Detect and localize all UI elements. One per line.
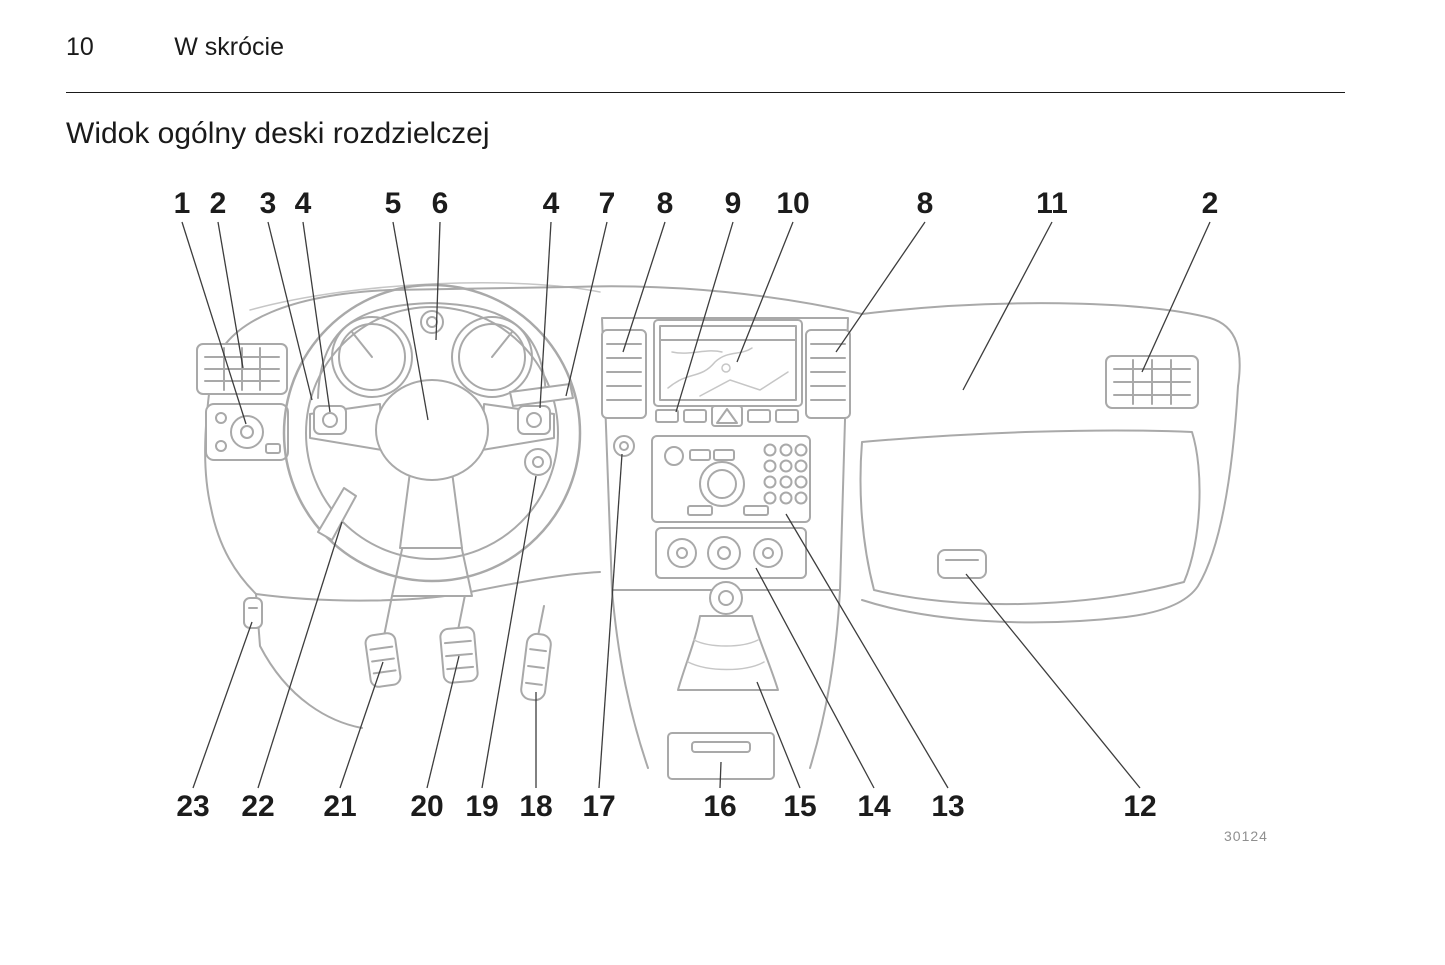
callout-label: 20 <box>410 790 443 823</box>
callout-label: 4 <box>295 187 312 220</box>
callout-leader <box>962 221 1053 391</box>
display-button-row <box>655 405 799 427</box>
callout-label: 2 <box>1202 187 1219 220</box>
callout-leader <box>392 221 429 421</box>
callout-label: 8 <box>917 187 934 220</box>
callout-leader <box>257 521 343 789</box>
callout-label: 9 <box>725 187 742 220</box>
callout-leader <box>755 567 875 789</box>
callout-leader <box>539 221 552 409</box>
radio-unit <box>651 435 811 523</box>
callout-numbers-top: 1 2 3 4 5 6 4 7 8 9 10 8 11 2 <box>174 187 1219 220</box>
pedals <box>364 589 552 702</box>
callout-label: 14 <box>857 790 891 823</box>
right-air-vent <box>1105 355 1199 409</box>
callout-leaders <box>181 221 1211 789</box>
callout-leader <box>339 661 384 789</box>
climate-controls <box>655 527 807 579</box>
center-right-air-vent <box>805 329 851 419</box>
callout-label: 15 <box>783 790 816 823</box>
figure-code: 30124 <box>1224 828 1268 844</box>
steering-column <box>391 539 473 597</box>
callout-label: 13 <box>931 790 964 823</box>
callout-label: 7 <box>599 187 616 220</box>
dashboard-illustration <box>196 282 1241 780</box>
callout-leader <box>756 681 801 789</box>
callout-leader <box>785 513 949 789</box>
center-left-air-vent <box>601 329 647 419</box>
callout-label: 2 <box>210 187 227 220</box>
callout-leader <box>1141 221 1211 373</box>
callout-label: 17 <box>582 790 615 823</box>
brake-pedal <box>439 589 479 684</box>
callout-label: 11 <box>1036 187 1068 220</box>
callout-numbers-bottom: 23 22 21 20 19 18 17 16 15 14 13 12 <box>176 790 1156 823</box>
callout-label: 5 <box>385 187 402 220</box>
gear-shifter <box>677 581 779 691</box>
callout-leader <box>192 621 253 789</box>
callout-leader <box>598 453 623 789</box>
accelerator-pedal <box>520 605 552 702</box>
callout-label: 21 <box>323 790 356 823</box>
wheel-remote-button-left <box>313 405 347 435</box>
glove-box <box>859 429 1201 606</box>
callout-leader <box>622 221 666 353</box>
storage-tray <box>667 732 775 780</box>
column-adjust-knob <box>524 448 552 476</box>
center-console <box>611 581 841 780</box>
instrument-cluster <box>317 302 547 399</box>
hazard-triangle-icon <box>716 408 738 424</box>
header-rule <box>66 92 1345 93</box>
callout-label: 1 <box>174 187 191 220</box>
callout-leader <box>565 221 608 397</box>
callout-label: 23 <box>176 790 209 823</box>
callout-label: 4 <box>543 187 560 220</box>
light-switch <box>205 403 289 461</box>
callout-leader <box>217 221 244 369</box>
callout-leader <box>302 221 331 413</box>
indicator-stalk <box>317 487 357 541</box>
wheel-remote-button-right <box>517 405 551 435</box>
callout-leader <box>181 221 247 425</box>
callout-label: 16 <box>703 790 736 823</box>
callout-label: 22 <box>241 790 274 823</box>
callout-leader <box>675 221 734 413</box>
callout-label: 8 <box>657 187 674 220</box>
airbag-hub <box>375 379 489 481</box>
page-number: 10 <box>66 33 94 61</box>
callout-label: 19 <box>465 790 498 823</box>
page-heading: Widok ogólny deski rozdzielczej <box>66 117 490 150</box>
callout-leader <box>736 221 794 363</box>
wiper-stalk <box>509 383 574 407</box>
left-air-vent <box>196 343 288 395</box>
column-stalks <box>317 383 574 541</box>
callout-label: 6 <box>432 187 449 220</box>
callout-leader <box>481 475 537 789</box>
section-title: W skrócie <box>174 33 284 61</box>
callout-leader <box>719 761 722 789</box>
callout-label: 3 <box>260 187 277 220</box>
clutch-pedal <box>364 595 402 688</box>
callout-leader <box>435 221 441 341</box>
callout-label: 10 <box>776 187 809 220</box>
ignition-switch <box>613 435 635 457</box>
steering-wheel <box>282 283 582 583</box>
running-header: 10 W skrócie <box>66 33 284 62</box>
callout-label: 12 <box>1123 790 1156 823</box>
glove-box-latch <box>937 549 987 579</box>
callout-leader <box>426 655 460 789</box>
callout-leader <box>965 573 1141 789</box>
callout-leader <box>267 221 313 401</box>
bonnet-release-lever <box>243 597 263 629</box>
info-display <box>653 319 803 407</box>
callout-leader <box>835 221 926 353</box>
callout-label: 18 <box>519 790 552 823</box>
